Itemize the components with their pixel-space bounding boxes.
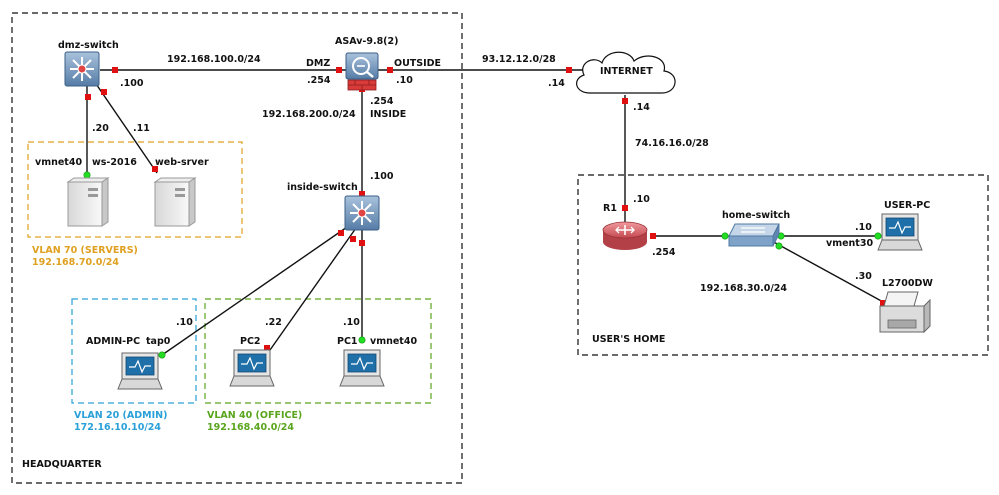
users-home-label: USER'S HOME	[592, 334, 665, 345]
cloud-icon[interactable]	[576, 51, 676, 94]
pc1-label: PC1	[337, 336, 358, 347]
server-icon[interactable]	[66, 177, 110, 227]
pc1-ip-label: .10	[343, 317, 360, 328]
vlan-servers-box	[27, 141, 243, 238]
inside-switch-label: inside-switch	[287, 182, 358, 193]
multilayer-switch-icon[interactable]	[64, 51, 100, 87]
outside-if-label: OUTSIDE	[394, 58, 441, 69]
web-ip-label: .11	[133, 123, 150, 134]
vlan-servers-label: VLAN 70 (SERVERS)	[32, 245, 138, 256]
pc-icon[interactable]	[877, 213, 923, 251]
headquarter-label: HEADQUARTER	[22, 459, 102, 470]
asa-inside-ip-label: .254	[370, 96, 394, 107]
internet-left-ip-label: .14	[548, 78, 565, 89]
pc2-label: PC2	[240, 336, 261, 347]
vlan-office-box	[204, 298, 432, 404]
link-homeswitch-printer	[769, 239, 886, 304]
ports-green	[83, 171, 882, 359]
dmz-if-label: DMZ	[306, 58, 330, 69]
r1-label: R1	[603, 203, 617, 214]
asav-label: ASAv-9.8(2)	[335, 36, 398, 47]
vlan-admin-subnet: 172.16.10.10/24	[74, 422, 161, 433]
pc-icon[interactable]	[339, 349, 385, 387]
link-inside-pc2	[269, 227, 357, 351]
inside-if-label: INSIDE	[370, 109, 406, 120]
vlan-admin-label: VLAN 20 (ADMIN)	[74, 410, 167, 421]
ws2016-ip-label: .20	[92, 123, 109, 134]
asa-outside-ip-label: .10	[396, 75, 413, 86]
ws2016-label: ws-2016	[92, 157, 137, 168]
r1-wan-ip-label: .10	[633, 194, 650, 205]
web-server-label: web-srver	[155, 157, 209, 168]
printer-icon[interactable]	[879, 291, 931, 334]
vlan-admin-box	[71, 298, 197, 404]
internet-down-ip-label: .14	[633, 102, 650, 113]
admin-pc-label: ADMIN-PC	[86, 336, 140, 347]
home-switch-label: home-switch	[722, 210, 790, 221]
dmz-net-label: 192.168.100.0/24	[167, 54, 261, 65]
server-icon[interactable]	[153, 177, 197, 227]
vlan-servers-subnet: 192.168.70.0/24	[32, 257, 119, 268]
vlan-office-subnet: 192.168.40.0/24	[207, 422, 294, 433]
dmz-switch-label: dmz-switch	[58, 40, 119, 51]
pc-icon[interactable]	[229, 349, 275, 387]
printer-ip-label: .30	[855, 271, 872, 282]
wan-net-label: 74.16.16.0/28	[635, 138, 709, 149]
outside-net-label: 93.12.12.0/28	[482, 54, 556, 65]
tap0-label: tap0	[146, 336, 171, 347]
printer-label: L2700DW	[882, 278, 933, 289]
headquarter-box	[11, 12, 463, 484]
asa-dmz-ip-label: .254	[307, 75, 331, 86]
user-pc-ip-label: .10	[855, 222, 872, 233]
inside-net-label: 192.168.200.0/24	[262, 109, 356, 120]
vlan-office-label: VLAN 40 (OFFICE)	[207, 410, 302, 421]
vment30-label: vment30	[826, 238, 873, 249]
admin-ip-label: .10	[176, 317, 193, 328]
switch-icon[interactable]	[728, 223, 780, 247]
dmz-switch-ip-label: .100	[120, 78, 144, 89]
firewall-icon[interactable]	[345, 52, 379, 91]
vmnet40-pc1-label: vmnet40	[370, 336, 417, 347]
ports-red	[85, 67, 886, 351]
internet-label: INTERNET	[600, 66, 653, 77]
multilayer-switch-icon[interactable]	[344, 195, 380, 231]
router-icon[interactable]	[602, 221, 648, 250]
home-net-label: 192.168.30.0/24	[700, 283, 787, 294]
link-inside-admin	[161, 224, 351, 356]
inside-switch-ip-label: .100	[370, 171, 394, 182]
r1-lan-ip-label: .254	[652, 247, 676, 258]
pc-icon[interactable]	[117, 352, 163, 390]
user-pc-label: USER-PC	[884, 200, 930, 211]
users-home-box	[577, 174, 989, 356]
pc2-ip-label: .22	[265, 317, 282, 328]
vmnet40-server-label: vmnet40	[35, 157, 82, 168]
